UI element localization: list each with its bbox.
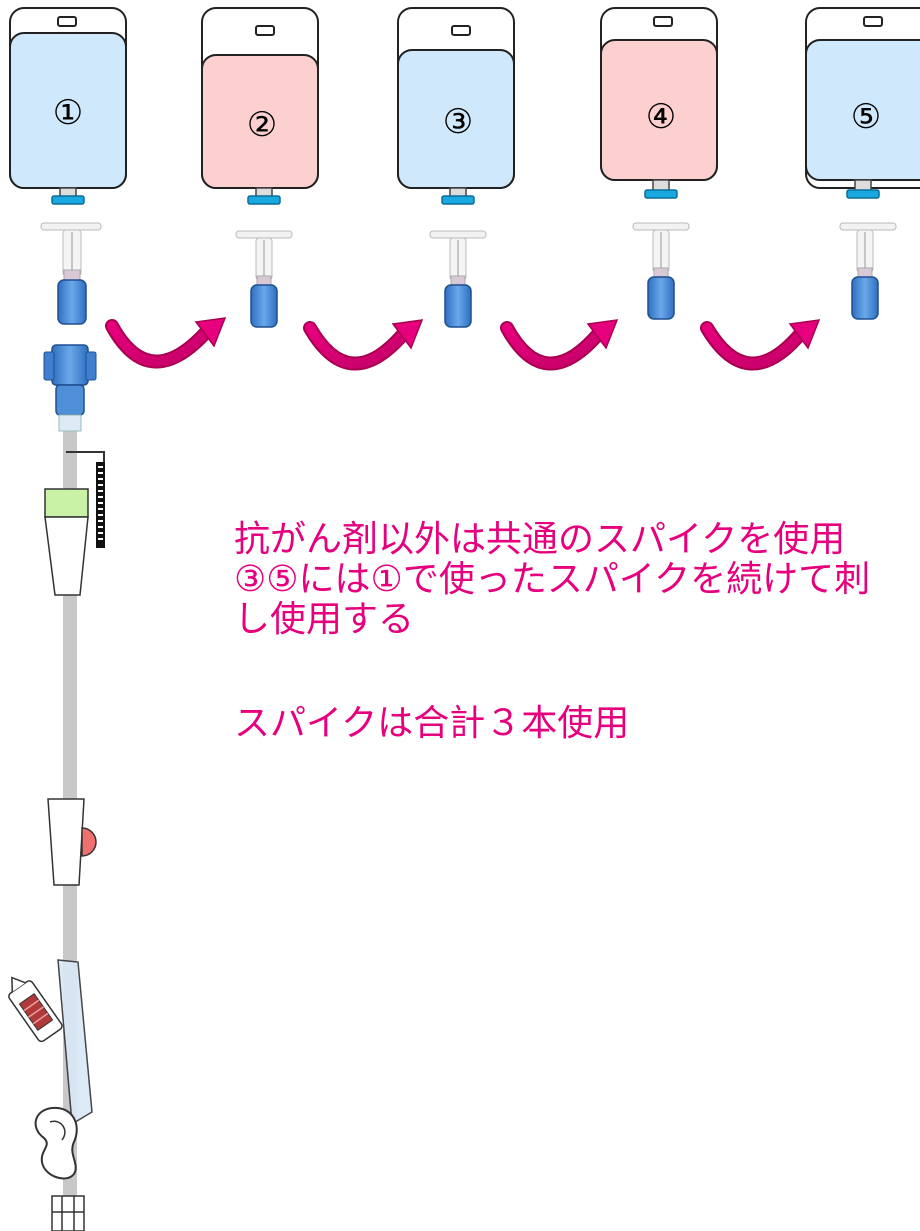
note-line-1: 抗がん剤以外は共通のスパイクを使用 [234,519,846,560]
bag-port-1 [51,195,85,205]
drip-chamber [44,488,89,596]
instruction-notes: 抗がん剤以外は共通のスパイクを使用 ③⑤には①で使ったスパイクを続けて刺 し使用… [234,520,920,744]
bag-port-3 [441,195,475,205]
spike-3 [429,230,487,328]
transfer-arrow-4-5 [700,319,821,371]
spike-2 [235,230,293,328]
bag-port-2 [247,195,281,205]
hanger-slot-icon [451,25,471,36]
bag-label-3: ③ [443,102,473,142]
note-line-4: スパイクは合計３本使用 [234,703,630,744]
infusion-bag-2: ② [201,7,319,205]
bag-label-5: ⑤ [851,97,881,137]
hanger-slot-icon [57,16,77,27]
spike-1 [40,222,102,325]
roller-clamp [47,798,97,886]
bag-label-2: ② [247,105,277,145]
infusion-bag-5: ⑤ [805,7,920,199]
infusion-bag-4: ④ [600,7,718,199]
luer-connector [51,1195,85,1231]
spike-4 [632,222,690,320]
note-line-2: ③⑤には①で使ったスパイクを続けて刺 [234,559,871,600]
note-spacer [234,640,920,704]
injection-port [8,959,93,1126]
infusion-bag-3: ③ [397,7,515,205]
note-line-3: し使用する [234,599,415,640]
slide-clamp [34,1106,78,1180]
hanger-slot-icon [255,25,275,36]
spike-5 [839,222,897,320]
hanger-slot-icon [653,16,673,27]
bag-label-1: ① [53,93,83,133]
bag-port-5 [846,189,880,199]
hanger-slot-icon [863,16,883,27]
bag-port-4 [644,189,678,199]
transfer-arrow-3-4 [500,319,619,371]
tube-clip-holder [66,451,105,548]
bag-label-4: ④ [646,97,676,137]
transfer-arrow-2-3 [303,319,424,371]
bottle-needle-connector [43,344,97,432]
infusion-bag-1: ① [9,7,127,205]
transfer-arrow-1-2 [105,317,227,369]
